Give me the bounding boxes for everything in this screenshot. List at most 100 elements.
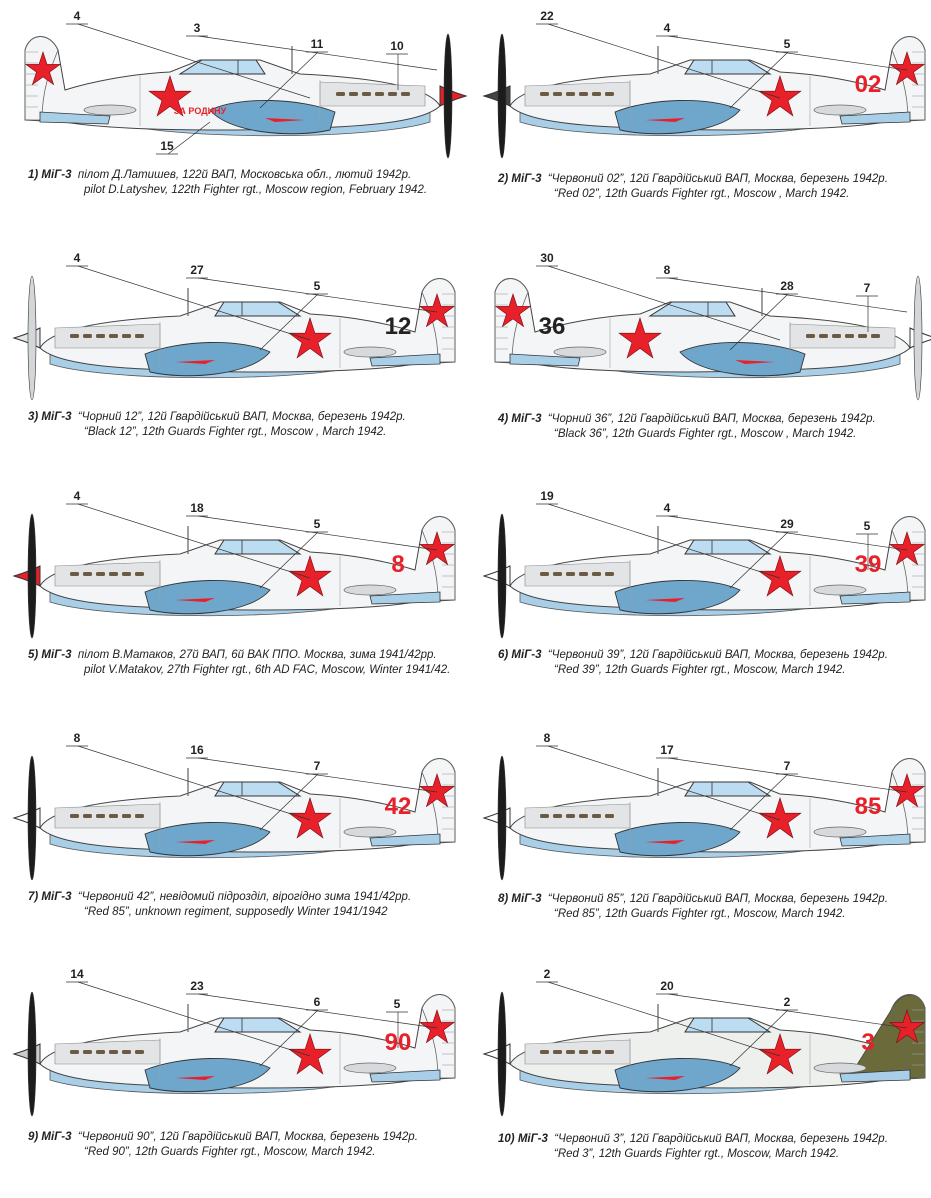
- aircraft: [482, 513, 926, 639]
- exhaust-stub: [540, 572, 549, 576]
- caption-number: 4) МіГ-3: [498, 413, 542, 425]
- radiator-fairing: [343, 826, 397, 838]
- callout-leader: [197, 757, 438, 793]
- exhaust-stub: [845, 334, 854, 338]
- exhaust-stub: [592, 572, 601, 576]
- exhaust-stub: [871, 334, 880, 338]
- wing: [144, 342, 271, 377]
- callout-number: 7: [864, 281, 871, 295]
- caption-number: 10) МіГ-3: [498, 1133, 548, 1145]
- exhaust-stub: [96, 814, 105, 818]
- callout-leader: [667, 35, 908, 71]
- caption-ukrainian: “Червоний 02”, 12й Гвардійський ВАП, Мос…: [547, 173, 888, 185]
- exhaust-stub: [388, 92, 397, 96]
- callout-leader: [259, 293, 319, 351]
- radiator-fairing: [343, 1062, 397, 1074]
- wing-marking: [645, 598, 685, 602]
- callout-number: 8: [74, 732, 81, 745]
- canopy: [214, 539, 302, 555]
- wing-marking: [735, 360, 775, 364]
- exhaust-stub: [858, 334, 867, 338]
- fuselage-red-star: [758, 797, 802, 839]
- callout-leader: [547, 265, 781, 341]
- caption-english: “Red 3”, 12th Guards Fighter rgt., Mosco…: [554, 1148, 840, 1160]
- callout-number: 7: [784, 759, 791, 773]
- exhaust-stub: [566, 814, 575, 818]
- propeller-blade: [497, 513, 507, 639]
- exhaust-stub: [135, 572, 144, 576]
- callout-leader: [259, 1009, 319, 1067]
- exhaust-stub: [70, 334, 79, 338]
- aircraft: [12, 991, 456, 1117]
- exhaust-stub: [70, 814, 79, 818]
- exhaust-stub: [605, 572, 614, 576]
- fuselage-red-star: [618, 317, 662, 359]
- wing: [144, 1058, 271, 1093]
- aircraft: [482, 755, 926, 881]
- tail-red-star: [888, 1009, 926, 1044]
- caption-number: 9) МіГ-3: [28, 1131, 72, 1143]
- fuselage-red-star: [288, 1033, 332, 1075]
- caption-english: “Black 12”, 12th Guards Fighter rgt., Mo…: [84, 426, 387, 438]
- callout-number: 18: [190, 501, 204, 515]
- radiator-fairing: [343, 346, 397, 358]
- callout-number: 11: [311, 37, 324, 51]
- canopy: [214, 781, 302, 797]
- callout-number: 5: [314, 279, 321, 293]
- callout-number: 23: [190, 979, 204, 993]
- callout-number: 4: [664, 501, 671, 515]
- callout-leader: [167, 121, 211, 155]
- wing: [614, 100, 741, 135]
- caption-english: “Red 39”, 12th Guards Fighter rgt., Mosc…: [554, 664, 846, 676]
- propeller-blade: [443, 33, 453, 159]
- wing: [209, 100, 336, 135]
- fuselage-red-star: [288, 317, 332, 359]
- wing-marking: [645, 118, 685, 122]
- wing-marking: [645, 840, 685, 844]
- caption-number: 5) МіГ-3: [28, 649, 72, 661]
- exhaust-stub: [579, 1050, 588, 1054]
- radiator-fairing: [813, 1062, 867, 1074]
- propeller-blade: [27, 275, 37, 401]
- callout-leader: [259, 531, 319, 589]
- tail-number: 8: [391, 551, 404, 578]
- tail-red-star: [418, 773, 456, 808]
- callout-leader: [547, 981, 781, 1057]
- caption-english: pilot D.Latyshev, 122th Fighter rgt., Mo…: [84, 184, 428, 196]
- caption-number: 8) МіГ-3: [498, 893, 542, 905]
- callout-number: 14: [70, 968, 84, 981]
- tailplane: [839, 111, 911, 125]
- profile-caption: 6) МіГ-3 “Червоний 39”, 12й Гвардійський…: [498, 648, 888, 678]
- callout-leader: [667, 993, 908, 1029]
- caption-number: 7) МіГ-3: [28, 891, 72, 903]
- exhaust-stub: [96, 572, 105, 576]
- caption-number: 3) МіГ-3: [28, 411, 72, 423]
- exhaust-stub: [401, 92, 410, 96]
- exhaust-stub: [109, 334, 118, 338]
- propeller-blade: [497, 991, 507, 1117]
- exhaust-stub: [122, 1050, 131, 1054]
- callout-number: 5: [864, 519, 871, 533]
- callout-number: 15: [160, 139, 174, 153]
- callout-leader: [259, 773, 319, 831]
- fuselage-red-star: [288, 555, 332, 597]
- exhaust-stub: [566, 92, 575, 96]
- tail-red-star: [888, 51, 926, 86]
- wing: [614, 822, 741, 857]
- tailplane: [39, 111, 111, 125]
- callout-number: 6: [314, 995, 321, 1009]
- caption-ukrainian: пілот Д.Латишев, 122й ВАП, Московська об…: [77, 169, 412, 181]
- wing: [679, 342, 806, 377]
- exhaust-stub: [122, 572, 131, 576]
